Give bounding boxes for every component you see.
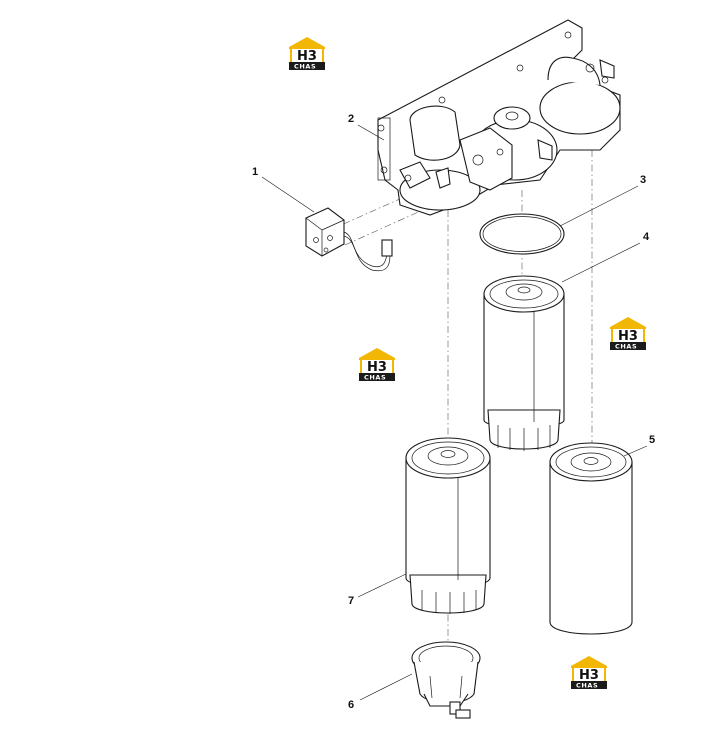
watermark-logo: H3 CHAS (358, 347, 396, 382)
watermark-sub: CHAS (294, 63, 316, 71)
watermark-mark: H3 (297, 49, 317, 64)
fuel-filter-left (405, 437, 491, 614)
callouts: 1 2 3 4 5 6 7 (252, 113, 655, 711)
heater-connector (305, 207, 393, 272)
watermark-logo: H3 CHAS (288, 36, 326, 71)
leader-lines (261, 124, 648, 701)
watermark-sub: CHAS (615, 343, 637, 351)
callout-4: 4 (643, 231, 650, 243)
watermark-sub: CHAS (364, 374, 386, 382)
callout-3: 3 (640, 174, 646, 186)
watermark-sub: CHAS (576, 682, 598, 690)
watermark-logo: H3 CHAS (570, 655, 608, 690)
callout-1: 1 (252, 166, 258, 178)
watermark-mark: H3 (579, 668, 599, 683)
watermark-logo: H3 CHAS (609, 316, 647, 351)
filter-cartridge-upper (483, 275, 565, 451)
callout-7: 7 (348, 595, 354, 607)
water-separator-bowl (411, 641, 481, 719)
callout-6: 6 (348, 699, 354, 711)
o-ring (479, 213, 565, 255)
callout-2: 2 (348, 113, 354, 125)
watermark-mark: H3 (618, 329, 638, 344)
watermark-mark: H3 (367, 360, 387, 375)
filter-head-bracket (377, 19, 621, 216)
callout-5: 5 (649, 434, 655, 446)
filter-right (549, 442, 633, 635)
